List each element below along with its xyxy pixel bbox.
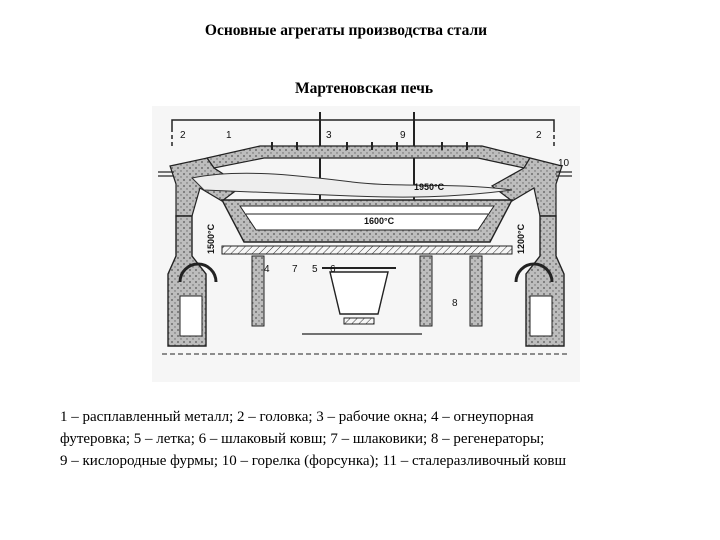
page-title: Основные агрегаты производства стали	[204, 22, 488, 39]
burner-left-icon	[158, 171, 174, 177]
top-frame	[171, 119, 555, 146]
left-regenerator	[167, 215, 218, 347]
callout-4: 4	[264, 264, 270, 275]
callout-6: 6	[330, 264, 336, 275]
figure-title: Мартеновская печь	[294, 80, 434, 97]
legend-line: 1 – расплавленный металл; 2 – головка; 3…	[60, 409, 534, 425]
flame-temperature: 1950°C	[414, 182, 445, 192]
open-hearth-furnace-diagram: 1 2 2 3 4 5 6 7 8 9 10 1950°C 1600°C 150…	[152, 106, 580, 382]
callout-10: 10	[558, 158, 570, 169]
oxygen-lance-icon	[319, 112, 415, 214]
callout-2-right: 2	[536, 130, 542, 141]
callout-2-left: 2	[180, 130, 186, 141]
furnace-roof	[205, 145, 531, 169]
burner-icon	[556, 171, 572, 177]
right-head	[490, 157, 563, 217]
hearth-beam	[221, 245, 513, 255]
callout-9: 9	[400, 130, 406, 141]
callout-1: 1	[226, 130, 232, 141]
roof-ribs	[271, 142, 468, 150]
metal-temperature: 1600°C	[364, 216, 395, 226]
right-regenerator	[514, 215, 565, 347]
flame-icon	[190, 172, 513, 198]
left-regenerator-temperature: 1500°C	[206, 223, 216, 254]
support-column	[419, 255, 433, 327]
legend-line: футеровка; 5 – летка; 6 – шлаковый ковш;…	[60, 431, 545, 447]
molten-metal	[239, 205, 495, 231]
callout-3: 3	[326, 130, 332, 141]
slag-ladle-icon	[329, 271, 389, 315]
callout-5: 5	[312, 264, 318, 275]
right-regenerator-temperature: 1200°C	[516, 223, 526, 254]
support-column	[251, 255, 265, 327]
callout-8: 8	[452, 298, 458, 309]
figure-legend: 1 – расплавленный металл; 2 – головка; 3…	[60, 406, 690, 472]
support-column	[469, 255, 483, 327]
callout-7: 7	[292, 264, 298, 275]
legend-line: 9 – кислородные фурмы; 10 – горелка (фор…	[60, 453, 567, 469]
